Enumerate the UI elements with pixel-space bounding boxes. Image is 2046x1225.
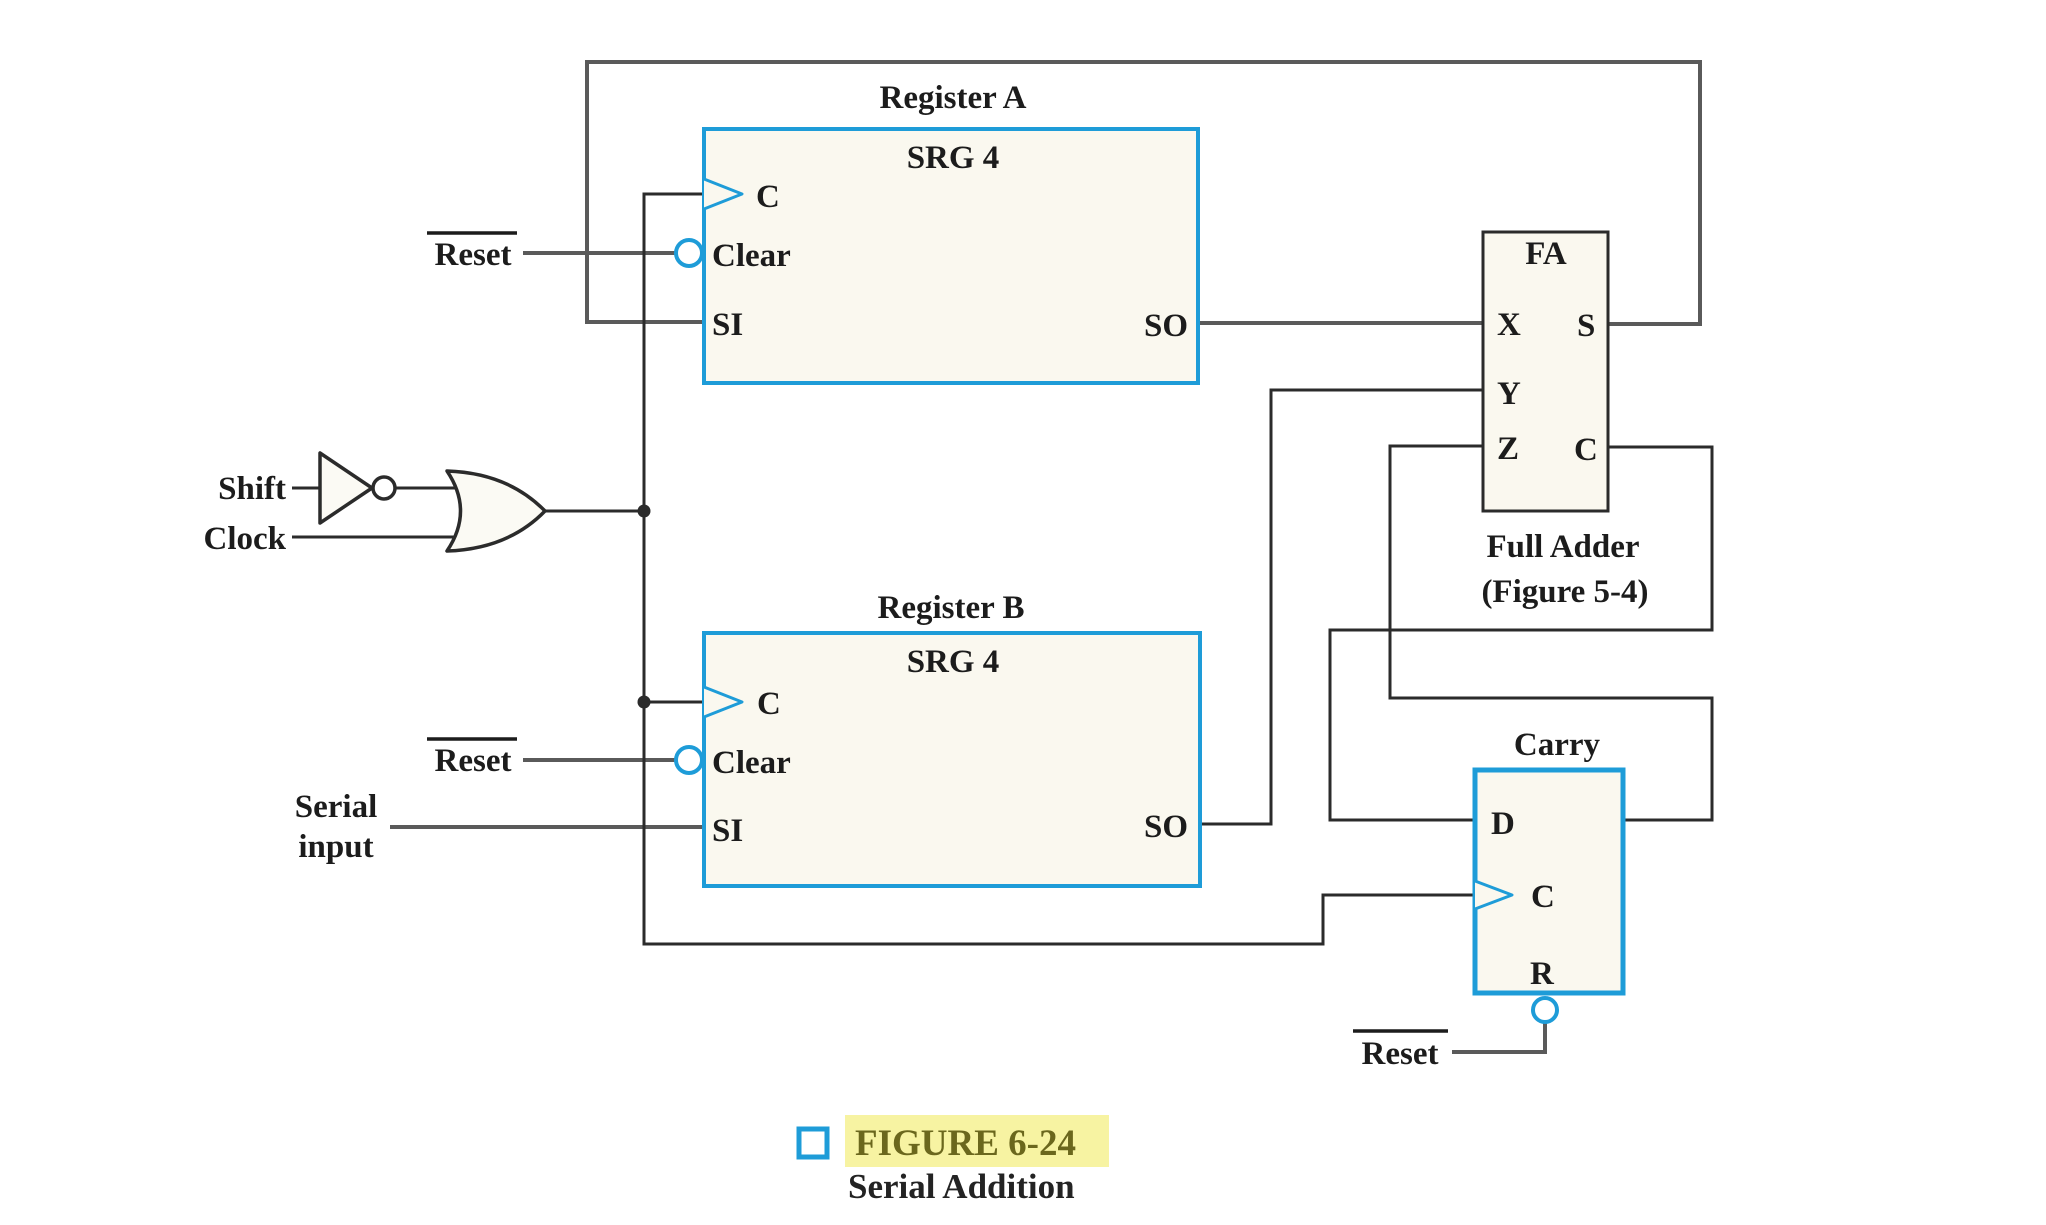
carry-ff-reset-bubble-icon (1531, 996, 1559, 1024)
register-b-box (702, 631, 1202, 888)
full-adder-pin-x: X (1497, 307, 1521, 343)
full-adder-label: FA (1525, 236, 1567, 272)
full-adder-pin-z: Z (1497, 431, 1519, 467)
full-adder-box (1481, 230, 1610, 513)
register-a-clear-bubble-icon (674, 238, 704, 268)
full-adder-pin-s: S (1577, 308, 1595, 344)
full-adder-note-line1: Full Adder (1486, 529, 1639, 565)
register-a-box (702, 127, 1200, 385)
register-b-pin-so: SO (1144, 809, 1188, 845)
wire-sum-feedback (585, 60, 1702, 326)
wire-q-to-z (1388, 444, 1714, 822)
register-a-title: Register A (880, 80, 1027, 116)
figure-subtitle: Serial Addition (848, 1167, 1075, 1206)
carry-ff-title: Carry (1514, 727, 1601, 763)
carry-ff-pin-clock: C (1531, 879, 1555, 915)
figure-marker-square-icon (796, 1126, 830, 1160)
inverter-gate-icon (318, 451, 374, 525)
clock-label: Clock (204, 521, 287, 557)
figure-label: FIGURE 6-24 (855, 1123, 1076, 1164)
junction-dot-clock-or (637, 504, 651, 518)
register-b-pin-clear: Clear (712, 745, 791, 781)
register-a-pin-clock: C (756, 179, 780, 215)
reset-carry-label: Reset (1362, 1036, 1439, 1072)
inverter-bubble-icon (371, 475, 397, 501)
register-a-pin-si: SI (712, 307, 743, 343)
register-a-clock-triangle-icon (703, 177, 744, 211)
wire-carryout-to-d (1328, 445, 1714, 822)
reset-a-label: Reset (435, 237, 512, 273)
wire-clock-trunk (642, 192, 1476, 946)
register-a-pin-so: SO (1144, 308, 1188, 344)
register-a-pin-clear: Clear (712, 238, 791, 274)
or-gate-icon (445, 469, 547, 553)
register-b-pin-clock: C (757, 686, 781, 722)
register-b-clear-bubble-icon (674, 745, 704, 775)
register-a-type-label: SRG 4 (907, 140, 1000, 176)
register-b-clock-triangle-icon (703, 685, 744, 719)
serial-input-label-line1: Serial (295, 789, 377, 825)
wire-reset-carry (1452, 1023, 1547, 1054)
full-adder-note-line2: (Figure 5-4) (1481, 574, 1648, 610)
carry-ff-pin-reset: R (1530, 956, 1555, 992)
figure-label-highlight (845, 1115, 1109, 1167)
reset-b-label: Reset (435, 743, 512, 779)
register-b-title: Register B (878, 590, 1025, 626)
serial-input-label-line2: input (298, 829, 373, 865)
carry-ff-pin-d: D (1491, 806, 1515, 842)
full-adder-pin-y: Y (1497, 376, 1521, 412)
full-adder-pin-c: C (1574, 432, 1598, 468)
register-b-type-label: SRG 4 (907, 644, 1000, 680)
shift-label: Shift (218, 471, 286, 507)
register-b-pin-si: SI (712, 813, 743, 849)
wire-so-b-to-y (1197, 388, 1484, 826)
junction-dot-clock-regb (637, 695, 651, 709)
carry-ff-clock-triangle-icon (1474, 879, 1514, 911)
